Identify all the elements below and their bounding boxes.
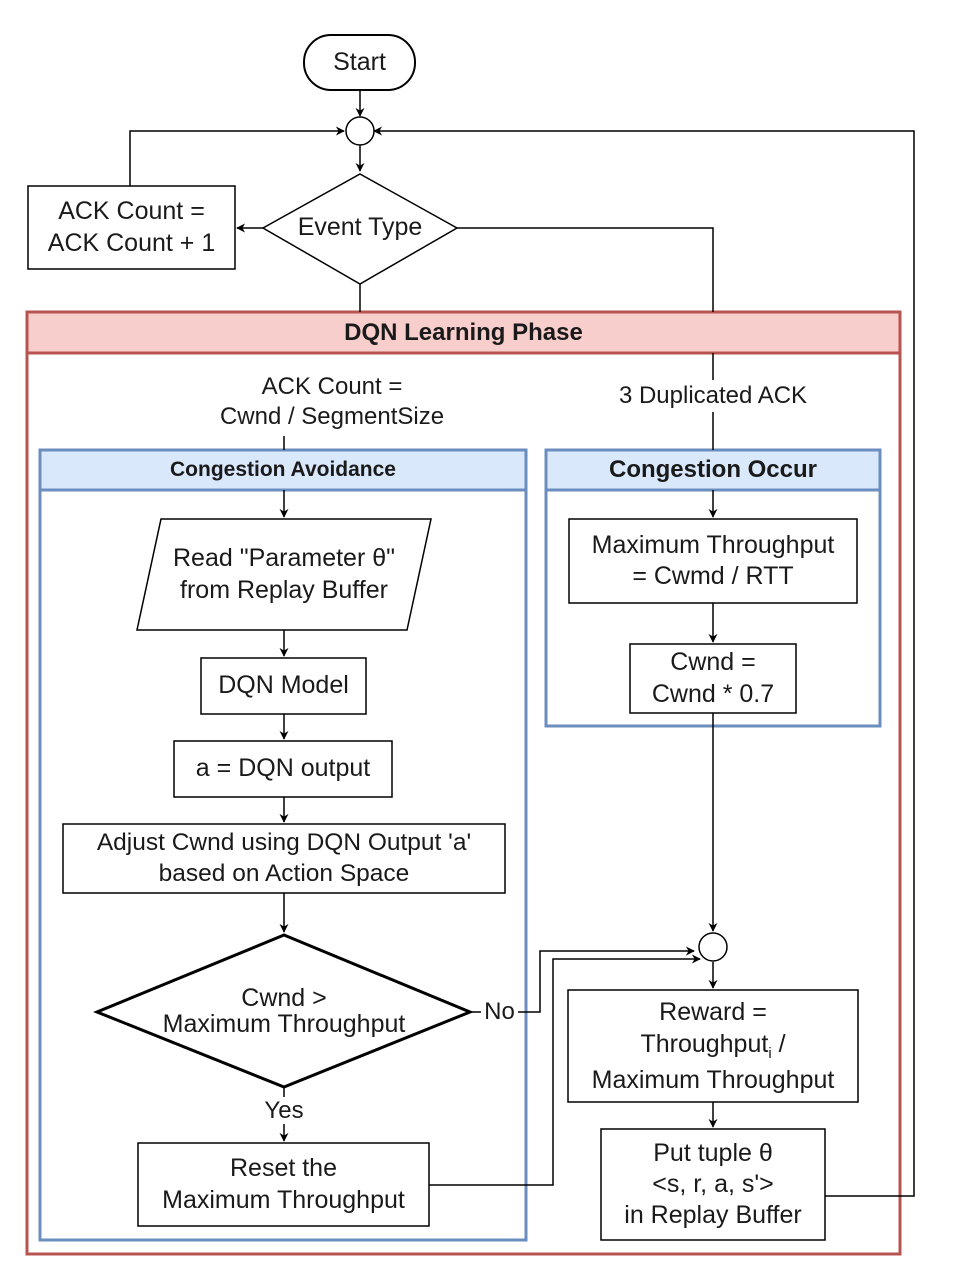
adjust-cwnd-line1: Adjust Cwnd using DQN Output 'a' <box>96 828 472 856</box>
reset-max-throughput-shape <box>137 1142 430 1227</box>
put-tuple-label: Put tuple θ <s, r, a, s'> in Replay Buff… <box>601 1129 825 1240</box>
ack-count-line2: ACK Count + 1 <box>47 228 216 257</box>
dup-ack-edge-label: 3 Duplicated ACK <box>598 380 828 412</box>
cwnd-decision-label: Cwnd > Maximum Throughput <box>130 980 438 1042</box>
top-merge-junction <box>345 116 375 146</box>
start-terminal-shape <box>303 34 416 91</box>
edge-put-loop-back <box>373 126 915 1197</box>
cwnd-decision-line1: Cwnd > <box>241 983 327 1012</box>
edge-no-to-merge <box>518 946 695 1013</box>
cwnd-reduce-label: Cwnd = Cwnd * 0.7 <box>630 644 796 713</box>
congestion-avoidance-title-text: Congestion Avoidance <box>170 457 396 481</box>
reset-max-throughput-label: Reset the Maximum Throughput <box>138 1143 429 1226</box>
read-parameter-label: Read "Parameter θ" from Replay Buffer <box>137 519 431 630</box>
max-throughput-shape <box>568 518 858 604</box>
adjust-cwnd-line2: based on Action Space <box>158 859 410 887</box>
start-label: Start <box>304 35 415 90</box>
dqn-output-label: a = DQN output <box>174 741 392 797</box>
congestion-avoidance-header <box>38 448 528 492</box>
ack-condition-edge-label: ACK Count = Cwnd / SegmentSize <box>196 368 468 436</box>
dqn-model-label: DQN Model <box>201 658 366 714</box>
reward-slash: / <box>771 1030 786 1059</box>
congestion-occur-header <box>544 448 882 492</box>
congestion-avoidance-title: Congestion Avoidance <box>40 450 526 490</box>
max-throughput-line1: Maximum Throughput <box>591 530 835 559</box>
cwnd-reduce-line2: Cwnd * 0.7 <box>651 679 775 708</box>
put-tuple-line2: <s, r, a, s'> <box>652 1169 774 1198</box>
reward-line1: Reward = <box>659 997 767 1026</box>
edge-ackcount-loop <box>129 126 345 186</box>
event-type-text: Event Type <box>297 213 423 242</box>
yes-edge-label: Yes <box>256 1097 312 1124</box>
ack-count-line1: ACK Count = <box>58 197 205 226</box>
yes-text: Yes <box>264 1096 304 1124</box>
read-parameter-line2: from Replay Buffer <box>180 575 388 604</box>
edge-event-to-dup-ack <box>457 227 714 312</box>
no-edge-label: No <box>481 997 518 1027</box>
ack-condition-line1: ACK Count = <box>261 373 403 400</box>
event-type-label: Event Type <box>263 200 457 256</box>
reward-line3: Maximum Throughput <box>591 1065 835 1094</box>
read-parameter-parallelogram <box>136 518 432 631</box>
dqn-model-text: DQN Model <box>218 671 349 700</box>
adjust-cwnd-shape <box>62 823 506 894</box>
read-parameter-line1: Read "Parameter θ" <box>172 544 396 573</box>
reward-shape <box>567 989 859 1103</box>
ack-count-increment-label: ACK Count = ACK Count + 1 <box>28 186 235 269</box>
dqn-phase-title: DQN Learning Phase <box>27 312 900 353</box>
reset-line2: Maximum Throughput <box>162 1185 405 1214</box>
reward-throughput-text: Throughput <box>640 1030 769 1059</box>
cwnd-decision-diamond <box>93 933 474 1089</box>
reward-subscript: i <box>768 1045 772 1063</box>
cwnd-reduce-line1: Cwnd = <box>670 648 756 677</box>
adjust-cwnd-label: Adjust Cwnd using DQN Output 'a' based o… <box>63 824 505 893</box>
dqn-output-text: a = DQN output <box>195 754 371 783</box>
reset-line1: Reset the <box>229 1154 337 1183</box>
start-text: Start <box>333 47 386 76</box>
dqn-output-shape <box>173 740 393 798</box>
congestion-occur-title: Congestion Occur <box>546 450 880 490</box>
max-throughput-line2: = Cwmd / RTT <box>632 562 794 590</box>
ack-condition-line2: Cwnd / SegmentSize <box>219 403 445 430</box>
dqn-model-shape <box>200 657 367 715</box>
max-throughput-label: Maximum Throughput = Cwmd / RTT <box>569 519 857 603</box>
dqn-phase-title-text: DQN Learning Phase <box>344 318 583 346</box>
dqn-learning-phase-header <box>25 310 902 355</box>
dup-ack-text: 3 Duplicated ACK <box>618 382 808 409</box>
edge-reset-to-merge <box>429 954 701 1186</box>
reward-label: Reward = Throughputi / Maximum Throughpu… <box>568 990 858 1102</box>
cwnd-decision-line2: Maximum Throughput <box>162 1010 406 1038</box>
bottom-merge-junction <box>698 932 728 962</box>
put-tuple-line3: in Replay Buffer <box>624 1201 802 1230</box>
ack-count-increment-shape <box>27 185 236 270</box>
cwnd-reduce-shape <box>629 643 797 714</box>
reward-line2: Throughputi / <box>640 1028 785 1064</box>
no-text: No <box>484 998 515 1025</box>
put-tuple-line1: Put tuple θ <box>653 1138 773 1167</box>
event-type-diamond <box>261 173 459 285</box>
put-tuple-shape <box>600 1128 826 1241</box>
congestion-occur-title-text: Congestion Occur <box>608 456 818 483</box>
